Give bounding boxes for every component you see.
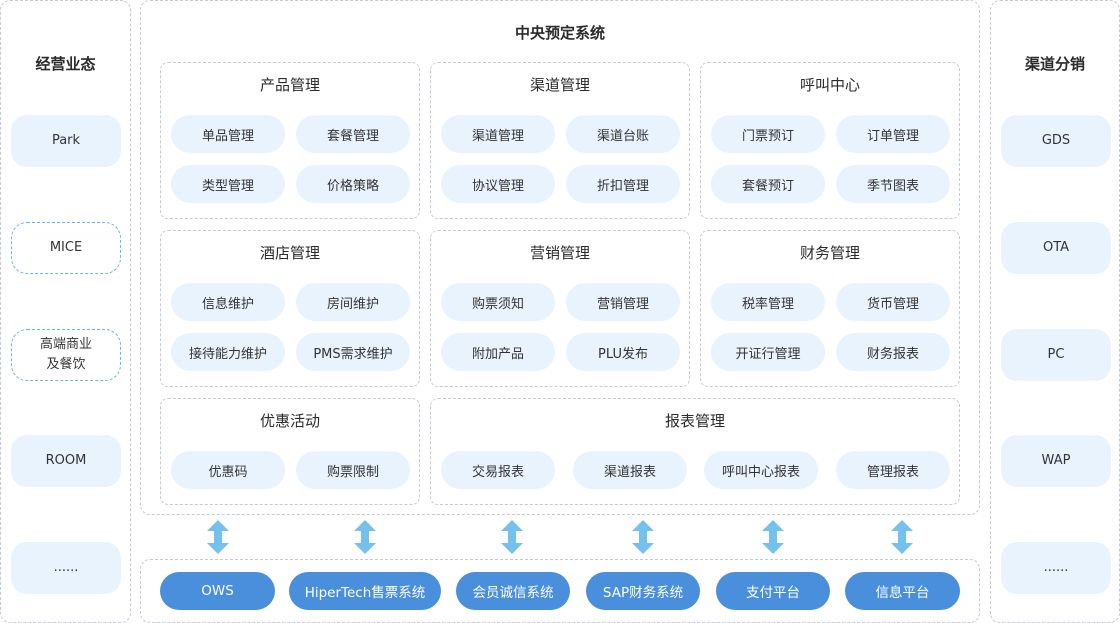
module-hotel: 酒店管理 信息维护 房间维护 接待能力维护 PMS需求维护 [160,230,420,387]
module-channel: 渠道管理 渠道管理 渠道台账 协议管理 折扣管理 [430,62,690,219]
double-arrow-icon [501,520,523,554]
format-more[interactable]: ...... [11,542,121,594]
channel-wap[interactable]: WAP [1001,435,1111,487]
module-item[interactable]: 门票预订 [711,115,825,153]
module-title: 酒店管理 [259,244,320,262]
channel-gds[interactable]: GDS [1001,115,1111,167]
module-item[interactable]: 呼叫中心报表 [704,451,818,489]
module-item[interactable]: 财务报表 [836,333,950,371]
module-item[interactable]: 季节图表 [836,165,950,203]
module-item[interactable]: 优惠码 [171,451,285,489]
module-title: 报表管理 [664,412,725,430]
module-item[interactable]: 套餐预订 [711,165,825,203]
double-arrow-icon [891,520,913,554]
double-arrow-icon [207,520,229,554]
channel-ota[interactable]: OTA [1001,222,1111,274]
module-marketing: 营销管理 购票须知 营销管理 附加产品 PLU发布 [430,230,690,387]
module-item[interactable]: 折扣管理 [566,165,680,203]
double-arrow-icon [354,520,376,554]
integration-sap-finance[interactable]: SAP财务系统 [586,572,700,610]
channel-distribution-title: 渠道分销 [1024,55,1085,73]
module-promotions: 优惠活动 优惠码 购票限制 [160,398,420,505]
integration-payment[interactable]: 支付平台 [716,572,830,610]
integration-ows[interactable]: OWS [160,572,275,610]
module-item[interactable]: 交易报表 [441,451,555,489]
module-call-center: 呼叫中心 门票预订 订单管理 套餐预订 季节图表 [700,62,960,219]
module-item[interactable]: 房间维护 [296,283,410,321]
format-park[interactable]: Park [11,115,121,167]
module-item[interactable]: 套餐管理 [296,115,410,153]
module-title: 产品管理 [259,76,320,94]
central-reservation-panel: 中央预定系统 [140,0,980,515]
module-item[interactable]: 附加产品 [441,333,555,371]
module-title: 营销管理 [529,244,590,262]
module-item[interactable]: 购票须知 [441,283,555,321]
module-item[interactable]: 订单管理 [836,115,950,153]
integration-member-credit[interactable]: 会员诚信系统 [456,572,570,610]
module-item[interactable]: 渠道报表 [573,451,687,489]
format-room[interactable]: ROOM [11,435,121,487]
module-item[interactable]: 税率管理 [711,283,825,321]
double-arrow-icon [762,520,784,554]
module-item[interactable]: 渠道管理 [441,115,555,153]
module-item[interactable]: 类型管理 [171,165,285,203]
module-item[interactable]: 货币管理 [836,283,950,321]
module-item[interactable]: 协议管理 [441,165,555,203]
module-item[interactable]: 信息维护 [171,283,285,321]
module-item[interactable]: 营销管理 [566,283,680,321]
integration-hipertech[interactable]: HiperTech售票系统 [289,572,441,610]
module-title: 财务管理 [799,244,860,262]
module-item[interactable]: PMS需求维护 [296,333,410,371]
module-title: 呼叫中心 [799,76,860,94]
module-item[interactable]: PLU发布 [566,333,680,371]
module-item[interactable]: 管理报表 [836,451,950,489]
channel-more[interactable]: ...... [1001,542,1111,594]
format-commerce-dining[interactable]: 高端商业 及餐饮 [11,329,121,381]
module-reports: 报表管理 交易报表 渠道报表 呼叫中心报表 管理报表 [430,398,960,505]
module-item[interactable]: 开证行管理 [711,333,825,371]
module-item[interactable]: 价格策略 [296,165,410,203]
double-arrow-icon [632,520,654,554]
channel-pc[interactable]: PC [1001,329,1111,381]
module-item[interactable]: 购票限制 [296,451,410,489]
module-title: 渠道管理 [529,76,590,94]
format-mice[interactable]: MICE [11,222,121,274]
business-formats-panel: 经营业态 Park MICE 高端商业 及餐饮 ROOM ...... [0,0,131,623]
central-reservation-title: 中央预定系统 [514,24,605,42]
module-title: 优惠活动 [259,412,320,430]
module-item[interactable]: 渠道台账 [566,115,680,153]
module-finance: 财务管理 税率管理 货币管理 开证行管理 财务报表 [700,230,960,387]
channel-distribution-panel: 渠道分销 GDS OTA PC WAP ...... [990,0,1120,623]
module-item[interactable]: 接待能力维护 [171,333,285,371]
integration-info-platform[interactable]: 信息平台 [845,572,960,610]
module-item[interactable]: 单品管理 [171,115,285,153]
module-product: 产品管理 单品管理 套餐管理 类型管理 价格策略 [160,62,420,219]
business-formats-title: 经营业态 [35,55,96,73]
